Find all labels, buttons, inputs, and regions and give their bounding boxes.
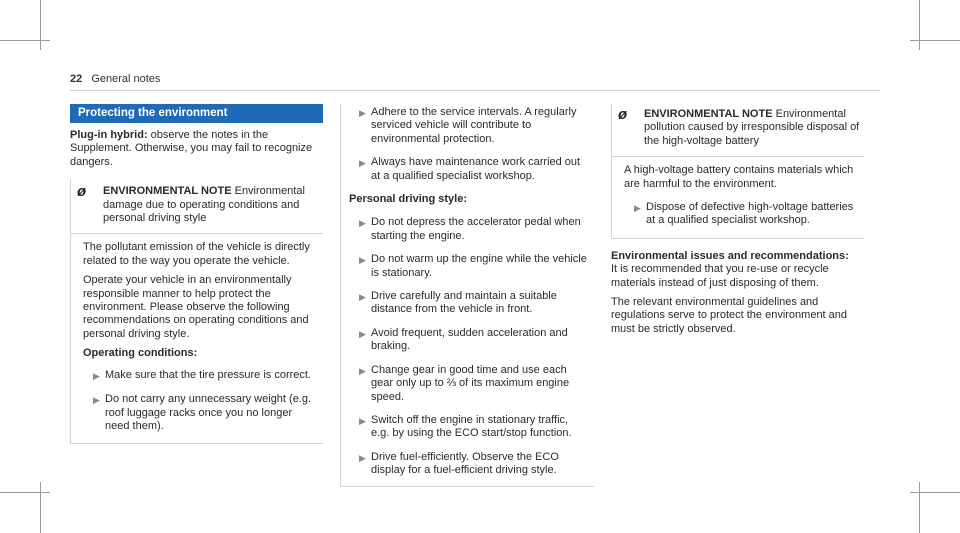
list-item: ▶Dispose of defective high-voltage batte… (626, 201, 856, 228)
list-item: ▶Drive fuel-efficiently. Observe the ECO… (351, 451, 588, 478)
issues-paragraph-1: It is recommended that you re-use or rec… (611, 263, 829, 289)
crop-mark (40, 0, 41, 50)
list-item: ▶Do not warm up the engine while the veh… (351, 253, 588, 280)
env-note-label: ENVIRONMENTAL NOTE (644, 108, 773, 120)
crop-mark (910, 40, 960, 41)
arrow-bullet-icon: ▶ (93, 395, 100, 406)
list-item: ▶Drive carefully and maintain a suitable… (351, 290, 588, 317)
list-item: ▶Do not depress the accelerator pedal wh… (351, 216, 588, 243)
plugin-hybrid-note: Plug-in hybrid: observe the notes in the… (70, 129, 323, 169)
environmental-note-header: ø ENVIRONMENTAL NOTE Environmental damag… (71, 179, 323, 235)
environmental-note-box: ø ENVIRONMENTAL NOTE Environmental damag… (70, 179, 323, 445)
environmental-note-body: A high-voltage battery contains material… (612, 157, 864, 238)
page-header: 22 General notes (70, 73, 160, 85)
arrow-bullet-icon: ▶ (359, 255, 366, 266)
list-item: ▶Adhere to the service intervals. A regu… (351, 106, 588, 146)
issues-heading: Environmental issues and recommendations… (611, 249, 849, 262)
battery-environmental-note-box: ø ENVIRONMENTAL NOTE Environmental pollu… (611, 104, 864, 239)
arrow-bullet-icon: ▶ (359, 158, 366, 169)
arrow-bullet-icon: ▶ (359, 328, 366, 339)
list-item: ▶Change gear in good time and use each g… (351, 364, 588, 404)
battery-paragraph: A high-voltage battery contains material… (624, 164, 854, 190)
environment-icon: ø (618, 106, 628, 123)
pollutant-paragraph: The pollutant emission of the vehicle is… (83, 241, 310, 267)
operate-paragraph: Operate your vehicle in an environmental… (83, 274, 309, 340)
plugin-label: Plug-in hybrid: (70, 129, 148, 141)
arrow-bullet-icon: ▶ (359, 365, 366, 376)
plugin-text: observe the notes in the Supplement. Oth… (70, 129, 313, 168)
issues-paragraph-2: The relevant environmental guidelines an… (611, 296, 848, 335)
crop-mark (919, 482, 920, 533)
environmental-note-body: The pollutant emission of the vehicle is… (71, 234, 323, 443)
env-note-text: Environmental pollution caused by irresp… (644, 108, 860, 147)
arrow-bullet-icon: ▶ (359, 108, 366, 118)
section-title: Protecting the environment (70, 104, 323, 123)
env-note-text: Environmental damage due to operating co… (103, 185, 305, 225)
operating-conditions-heading: Operating conditions: (83, 347, 198, 360)
list-item: ▶Do not carry any unnecessary weight (e.… (85, 393, 315, 433)
list-item: ▶Avoid frequent, sudden acceleration and… (351, 327, 588, 354)
recommendations-box: ▶Adhere to the service intervals. A regu… (340, 104, 594, 487)
arrow-bullet-icon: ▶ (634, 203, 641, 214)
arrow-bullet-icon: ▶ (359, 292, 366, 303)
environmental-note-header: ø ENVIRONMENTAL NOTE Environmental pollu… (612, 104, 864, 158)
driving-style-heading: Personal driving style: (349, 193, 467, 206)
header-title: General notes (91, 73, 161, 85)
env-note-label: ENVIRONMENTAL NOTE (103, 185, 232, 198)
arrow-bullet-icon: ▶ (359, 452, 366, 463)
left-column: Protecting the environment Plug-in hybri… (70, 104, 323, 445)
list-item: ▶Switch off the engine in stationary tra… (351, 414, 588, 441)
right-column: ø ENVIRONMENTAL NOTE Environmental pollu… (611, 104, 864, 342)
list-item: ▶Make sure that the tire pressure is cor… (85, 369, 315, 383)
header-divider (70, 90, 880, 91)
crop-mark (0, 40, 50, 41)
middle-column: ▶Adhere to the service intervals. A regu… (340, 104, 594, 487)
arrow-bullet-icon: ▶ (93, 370, 100, 381)
page-number: 22 (70, 73, 83, 85)
environment-icon: ø (77, 183, 87, 201)
list-item: ▶Always have maintenance work carried ou… (351, 156, 588, 183)
arrow-bullet-icon: ▶ (359, 218, 366, 229)
crop-mark (0, 492, 50, 493)
crop-mark (919, 0, 920, 50)
arrow-bullet-icon: ▶ (359, 415, 366, 426)
crop-mark (910, 492, 960, 493)
crop-mark (40, 482, 41, 533)
